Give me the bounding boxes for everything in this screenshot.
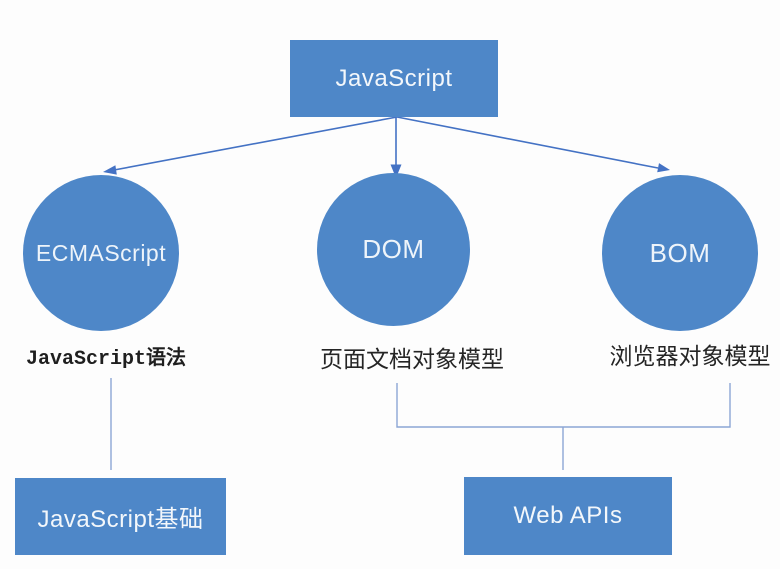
node-javascript-basics: JavaScript基础 xyxy=(15,478,226,555)
label-ecmascript-description: JavaScript语法 xyxy=(25,348,187,371)
bracket-dom-bom xyxy=(396,383,731,428)
arrow-javascript-to-dom xyxy=(390,117,402,178)
node-web-apis-label: Web APIs xyxy=(513,502,623,529)
arrowhead-left-icon xyxy=(103,165,117,175)
arrow-javascript-to-ecmascript xyxy=(103,116,398,175)
node-dom-label: DOM xyxy=(362,234,425,264)
node-javascript: JavaScript xyxy=(290,40,498,117)
node-web-apis: Web APIs xyxy=(464,477,672,555)
node-ecmascript: ECMAScript xyxy=(23,175,179,331)
node-bom-label: BOM xyxy=(649,237,711,268)
node-ecmascript-label: ECMAScript xyxy=(35,239,167,266)
node-dom: DOM xyxy=(317,173,470,326)
arrow-javascript-to-bom xyxy=(396,116,670,173)
label-dom-description: 页面文档对象模型 xyxy=(320,346,504,372)
node-javascript-basics-label: JavaScript基础 xyxy=(37,506,204,533)
node-bom: BOM xyxy=(602,175,758,331)
label-bom-description: 浏览器对象模型 xyxy=(609,343,771,369)
node-javascript-label: JavaScript xyxy=(335,64,453,92)
arrowhead-right-icon xyxy=(657,163,670,173)
